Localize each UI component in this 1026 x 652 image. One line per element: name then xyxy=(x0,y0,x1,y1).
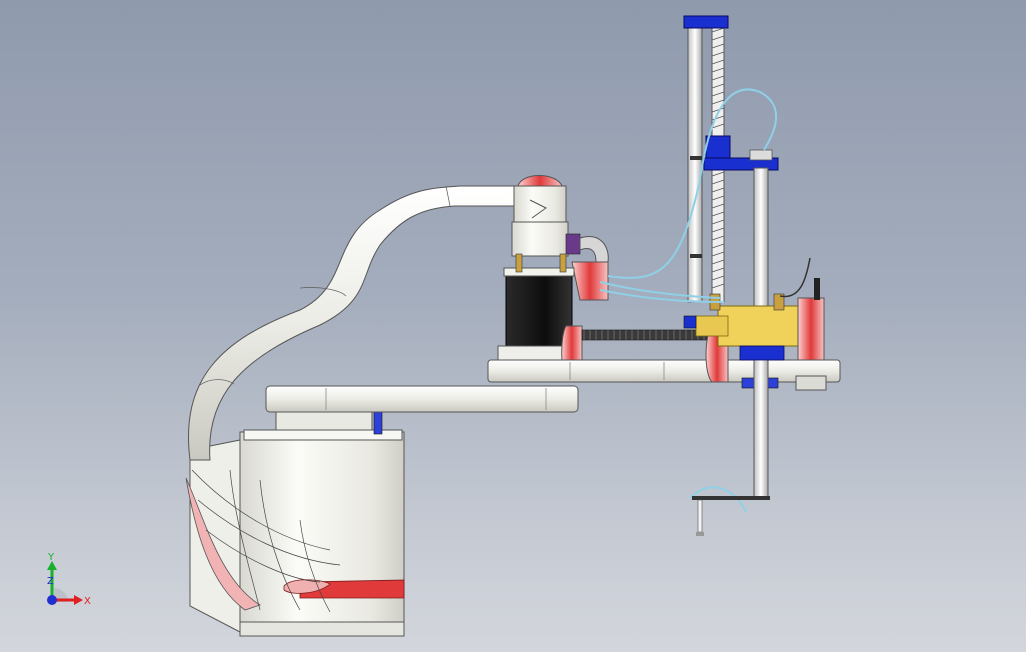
base-top-connector xyxy=(373,411,383,435)
carriage-block xyxy=(705,135,731,161)
y-axis-arrow xyxy=(47,561,57,570)
air-hoses xyxy=(599,88,811,513)
base-flare xyxy=(189,439,241,633)
base-foot xyxy=(239,621,405,637)
x-axis-label: X xyxy=(84,596,91,607)
top-cap xyxy=(683,15,729,29)
connector-block xyxy=(565,233,581,255)
joint-housing[interactable] xyxy=(511,175,609,301)
base-cylinder xyxy=(239,431,405,633)
z-axis-column[interactable] xyxy=(683,15,779,499)
second-arm[interactable] xyxy=(487,325,841,391)
guide-rod xyxy=(687,25,703,303)
y-axis-label: Y xyxy=(47,552,55,563)
z-axis-dot xyxy=(47,595,57,605)
belt-track xyxy=(581,329,713,341)
screw-threads xyxy=(711,27,725,289)
elbow-pipe xyxy=(579,236,609,263)
base-cable-port xyxy=(283,579,331,594)
end-effector[interactable] xyxy=(692,496,770,536)
carriage-plate xyxy=(703,157,779,171)
red-sensor xyxy=(797,297,825,361)
base-mesh xyxy=(191,469,341,613)
red-elbow xyxy=(571,261,609,301)
x-axis-arrow xyxy=(74,595,83,605)
axis-triad: Y Z X xyxy=(47,552,91,607)
z-axis-label: Z xyxy=(47,576,54,587)
robot-base[interactable] xyxy=(185,411,405,637)
end-bracket[interactable] xyxy=(683,278,825,361)
first-arm[interactable] xyxy=(265,385,579,431)
base-red-swoop xyxy=(185,477,261,611)
red-dome-cap xyxy=(517,175,563,187)
belt-teeth xyxy=(583,330,705,340)
